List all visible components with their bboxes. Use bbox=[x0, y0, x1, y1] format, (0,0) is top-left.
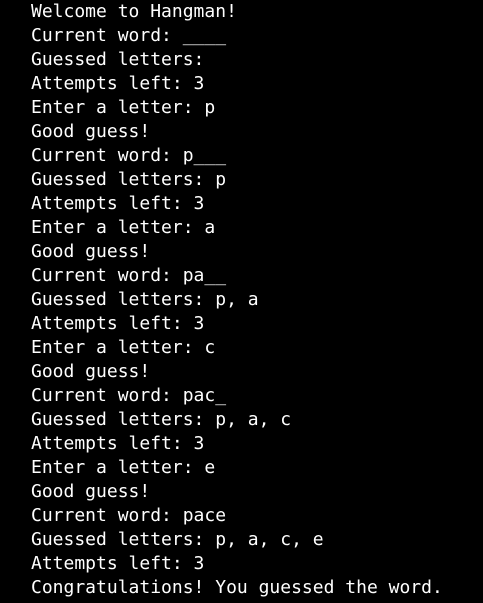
output-line-current-word: Current word: p___ bbox=[31, 145, 227, 166]
output-line-enter-letter: Enter a letter: p bbox=[31, 97, 216, 118]
output-line-guessed-letters: Guessed letters: p, a bbox=[31, 289, 259, 310]
output-line-attempts-left: Attempts left: 3 bbox=[31, 553, 205, 574]
output-line-guessed-letters: Guessed letters: p, a, c, e bbox=[31, 529, 324, 550]
output-line-good-guess: Good guess! bbox=[31, 481, 151, 502]
output-line-good-guess: Good guess! bbox=[31, 121, 151, 142]
output-line-current-word: Current word: pa__ bbox=[31, 265, 227, 286]
output-line-guessed-letters: Guessed letters: p, a, c bbox=[31, 409, 292, 430]
output-line-guessed-letters: Guessed letters: p bbox=[31, 169, 227, 190]
output-line-current-word: Current word: ____ bbox=[31, 25, 227, 46]
output-line-enter-letter: Enter a letter: a bbox=[31, 217, 216, 238]
output-line-guessed-letters: Guessed letters: bbox=[31, 49, 205, 70]
output-line-congratulations: Congratulations! You guessed the word. bbox=[31, 577, 443, 598]
terminal-output: Welcome to Hangman! Current word: ____ G… bbox=[31, 0, 443, 600]
output-line-attempts-left: Attempts left: 3 bbox=[31, 73, 205, 94]
output-line-attempts-left: Attempts left: 3 bbox=[31, 313, 205, 334]
output-line-attempts-left: Attempts left: 3 bbox=[31, 193, 205, 214]
window-right-edge bbox=[479, 0, 483, 603]
output-line-welcome: Welcome to Hangman! bbox=[31, 1, 237, 22]
output-line-enter-letter: Enter a letter: c bbox=[31, 337, 216, 358]
output-line-attempts-left: Attempts left: 3 bbox=[31, 433, 205, 454]
output-line-current-word: Current word: pac_ bbox=[31, 385, 227, 406]
output-line-current-word: Current word: pace bbox=[31, 505, 227, 526]
output-line-enter-letter: Enter a letter: e bbox=[31, 457, 216, 478]
output-line-good-guess: Good guess! bbox=[31, 241, 151, 262]
output-line-good-guess: Good guess! bbox=[31, 361, 151, 382]
